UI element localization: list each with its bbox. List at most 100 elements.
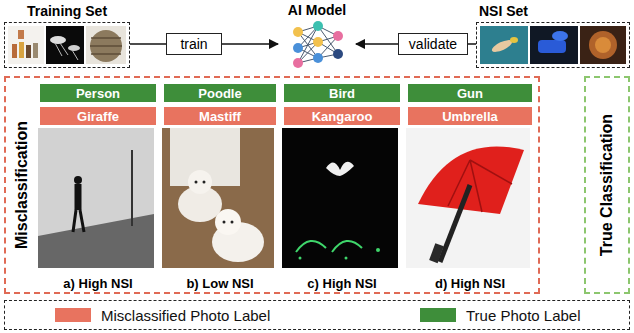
connector-arrow <box>222 43 278 45</box>
road <box>38 214 154 268</box>
dashboard-light <box>299 257 302 260</box>
box-label: Umbrella <box>442 109 498 124</box>
doll <box>19 42 24 58</box>
eye <box>203 181 206 184</box>
photo-poodles <box>162 128 274 268</box>
box-label: Giraffe <box>77 109 119 124</box>
heading: AI Model <box>288 2 346 18</box>
photo-person-road <box>38 128 154 268</box>
eye <box>195 181 198 184</box>
misclassified-label: Umbrella <box>408 107 532 125</box>
heading: NSI Set <box>479 3 528 19</box>
heading: Misclassification <box>13 121 31 249</box>
mask <box>589 31 617 59</box>
training-photos <box>8 26 126 64</box>
true-label: Person <box>40 84 156 102</box>
doll <box>33 43 38 58</box>
neuron <box>313 37 323 47</box>
heading: True Classification <box>598 114 616 256</box>
photo-dolls <box>8 26 44 64</box>
neuron <box>313 21 323 31</box>
photo-swimmer <box>480 26 528 64</box>
person-legs <box>73 210 84 232</box>
box-label: Mastiff <box>199 109 241 124</box>
box-label: Gun <box>457 86 483 101</box>
true-classification-region: True Classification <box>584 76 630 294</box>
neuron <box>333 49 343 59</box>
photo-panel: a) High NSI PersonGiraffe <box>40 84 156 292</box>
neuron <box>333 31 343 41</box>
poodle-head <box>188 170 212 194</box>
box-label: Kangaroo <box>312 109 373 124</box>
neuron <box>293 58 303 68</box>
photo-blue-objects <box>530 26 578 64</box>
doll <box>26 45 31 58</box>
panel-caption: d) High NSI <box>435 276 505 291</box>
night <box>282 128 398 268</box>
misclassification-region: Misclassification a) High NSI PersonGiraff… <box>4 76 540 294</box>
photo-night-bird <box>282 128 398 268</box>
photo-panel: d) High NSI GunUmbrella <box>408 84 532 292</box>
heading: Training Set <box>27 3 107 19</box>
box-label: train <box>180 36 207 52</box>
pole <box>131 150 133 226</box>
network-links <box>298 26 338 63</box>
box-label: Poodle <box>198 86 241 101</box>
couch <box>162 128 274 268</box>
grip <box>429 243 444 263</box>
mask-center <box>595 37 611 53</box>
neuron <box>293 27 303 37</box>
basket-weave <box>90 38 122 54</box>
panel-caption: a) High NSI <box>63 276 132 291</box>
umbrella-canopy <box>418 146 524 214</box>
photo-jellyfish <box>46 26 84 64</box>
box-label: Person <box>76 86 120 101</box>
tentacles <box>55 43 78 60</box>
person-body <box>75 184 82 210</box>
photo-umbrella <box>406 128 530 268</box>
legend-item: Misclassified Photo Label <box>55 301 270 329</box>
legend-swatch <box>420 308 456 322</box>
legend-item: True Photo Label <box>420 301 581 329</box>
sky <box>38 128 154 268</box>
true-label: Bird <box>284 84 400 102</box>
step-box: train <box>166 33 222 55</box>
basket <box>90 30 122 62</box>
box-label: validate <box>409 36 457 52</box>
nsi-photos <box>480 26 626 64</box>
eye <box>231 221 234 224</box>
photo-panel: b) Low NSIPoodleMastiff <box>164 84 276 292</box>
training-set-box: Training Set <box>4 22 130 68</box>
eye <box>223 221 226 224</box>
jellyfish <box>50 36 66 44</box>
photo-basket <box>86 26 126 64</box>
box-label: Bird <box>329 86 355 101</box>
photo-panel: c) High NSI BirdKangaroo <box>284 84 400 292</box>
blue-object <box>552 31 568 41</box>
dashboard-light <box>376 248 380 252</box>
true-label: Poodle <box>164 84 276 102</box>
misclassified-label: Giraffe <box>40 107 156 125</box>
backdrop <box>406 128 530 268</box>
dashboard-dials <box>296 241 362 252</box>
doll <box>12 44 17 58</box>
connector-arrow <box>356 43 398 45</box>
umbrella-ribs <box>448 160 512 212</box>
step-box: validate <box>398 33 468 55</box>
neuron <box>313 53 323 63</box>
nsi-set-box: NSI Set <box>476 22 630 68</box>
bird <box>326 162 354 176</box>
neural-network-icon <box>293 21 343 68</box>
panel-caption: c) High NSI <box>307 276 376 291</box>
legend-text: True Photo Label <box>466 307 581 324</box>
legend-box: Misclassified Photo Label True Photo Labe… <box>4 300 630 330</box>
connector-arrow <box>468 43 476 45</box>
ai-model-node: AI Model <box>278 2 356 72</box>
poodle-head <box>215 209 241 235</box>
legend-text: Misclassified Photo Label <box>101 307 270 324</box>
photo-mask <box>580 26 626 64</box>
neuron <box>293 43 303 53</box>
legend-swatch <box>55 308 91 322</box>
connector-arrow <box>130 43 166 45</box>
